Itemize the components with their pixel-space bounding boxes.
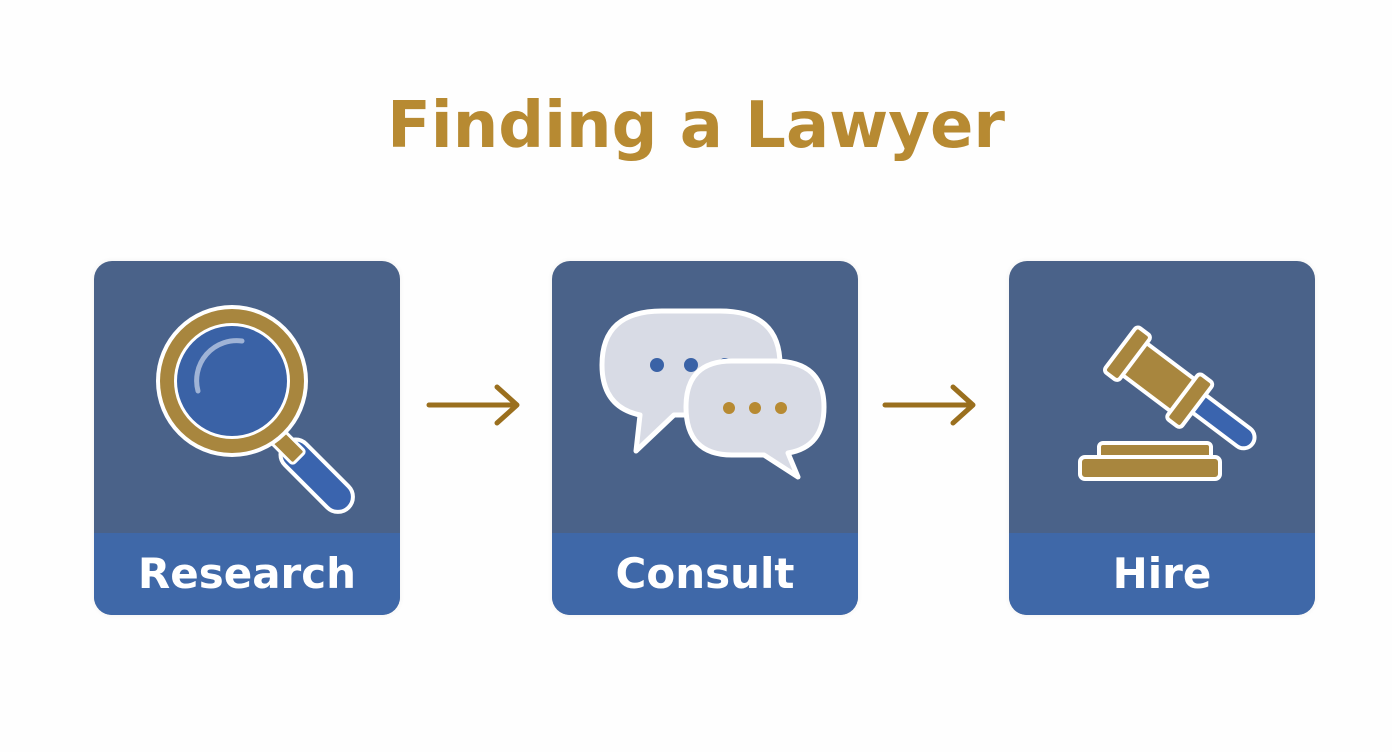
step-card-consult: Consult: [552, 261, 858, 615]
step-label: Research: [94, 533, 400, 615]
magnifying-glass-icon: [156, 305, 355, 514]
step-label: Consult: [552, 533, 858, 615]
step-card-research: Research: [94, 261, 400, 615]
step-card-hire: Hire: [1009, 261, 1315, 615]
gavel-icon: [1078, 325, 1257, 481]
step-label: Hire: [1009, 533, 1315, 615]
diagram-title: Finding a Lawyer: [387, 89, 1005, 163]
arrow-right-icon: [882, 384, 976, 426]
chat-bubbles-icon: [599, 308, 827, 480]
arrow-right-icon: [426, 384, 520, 426]
